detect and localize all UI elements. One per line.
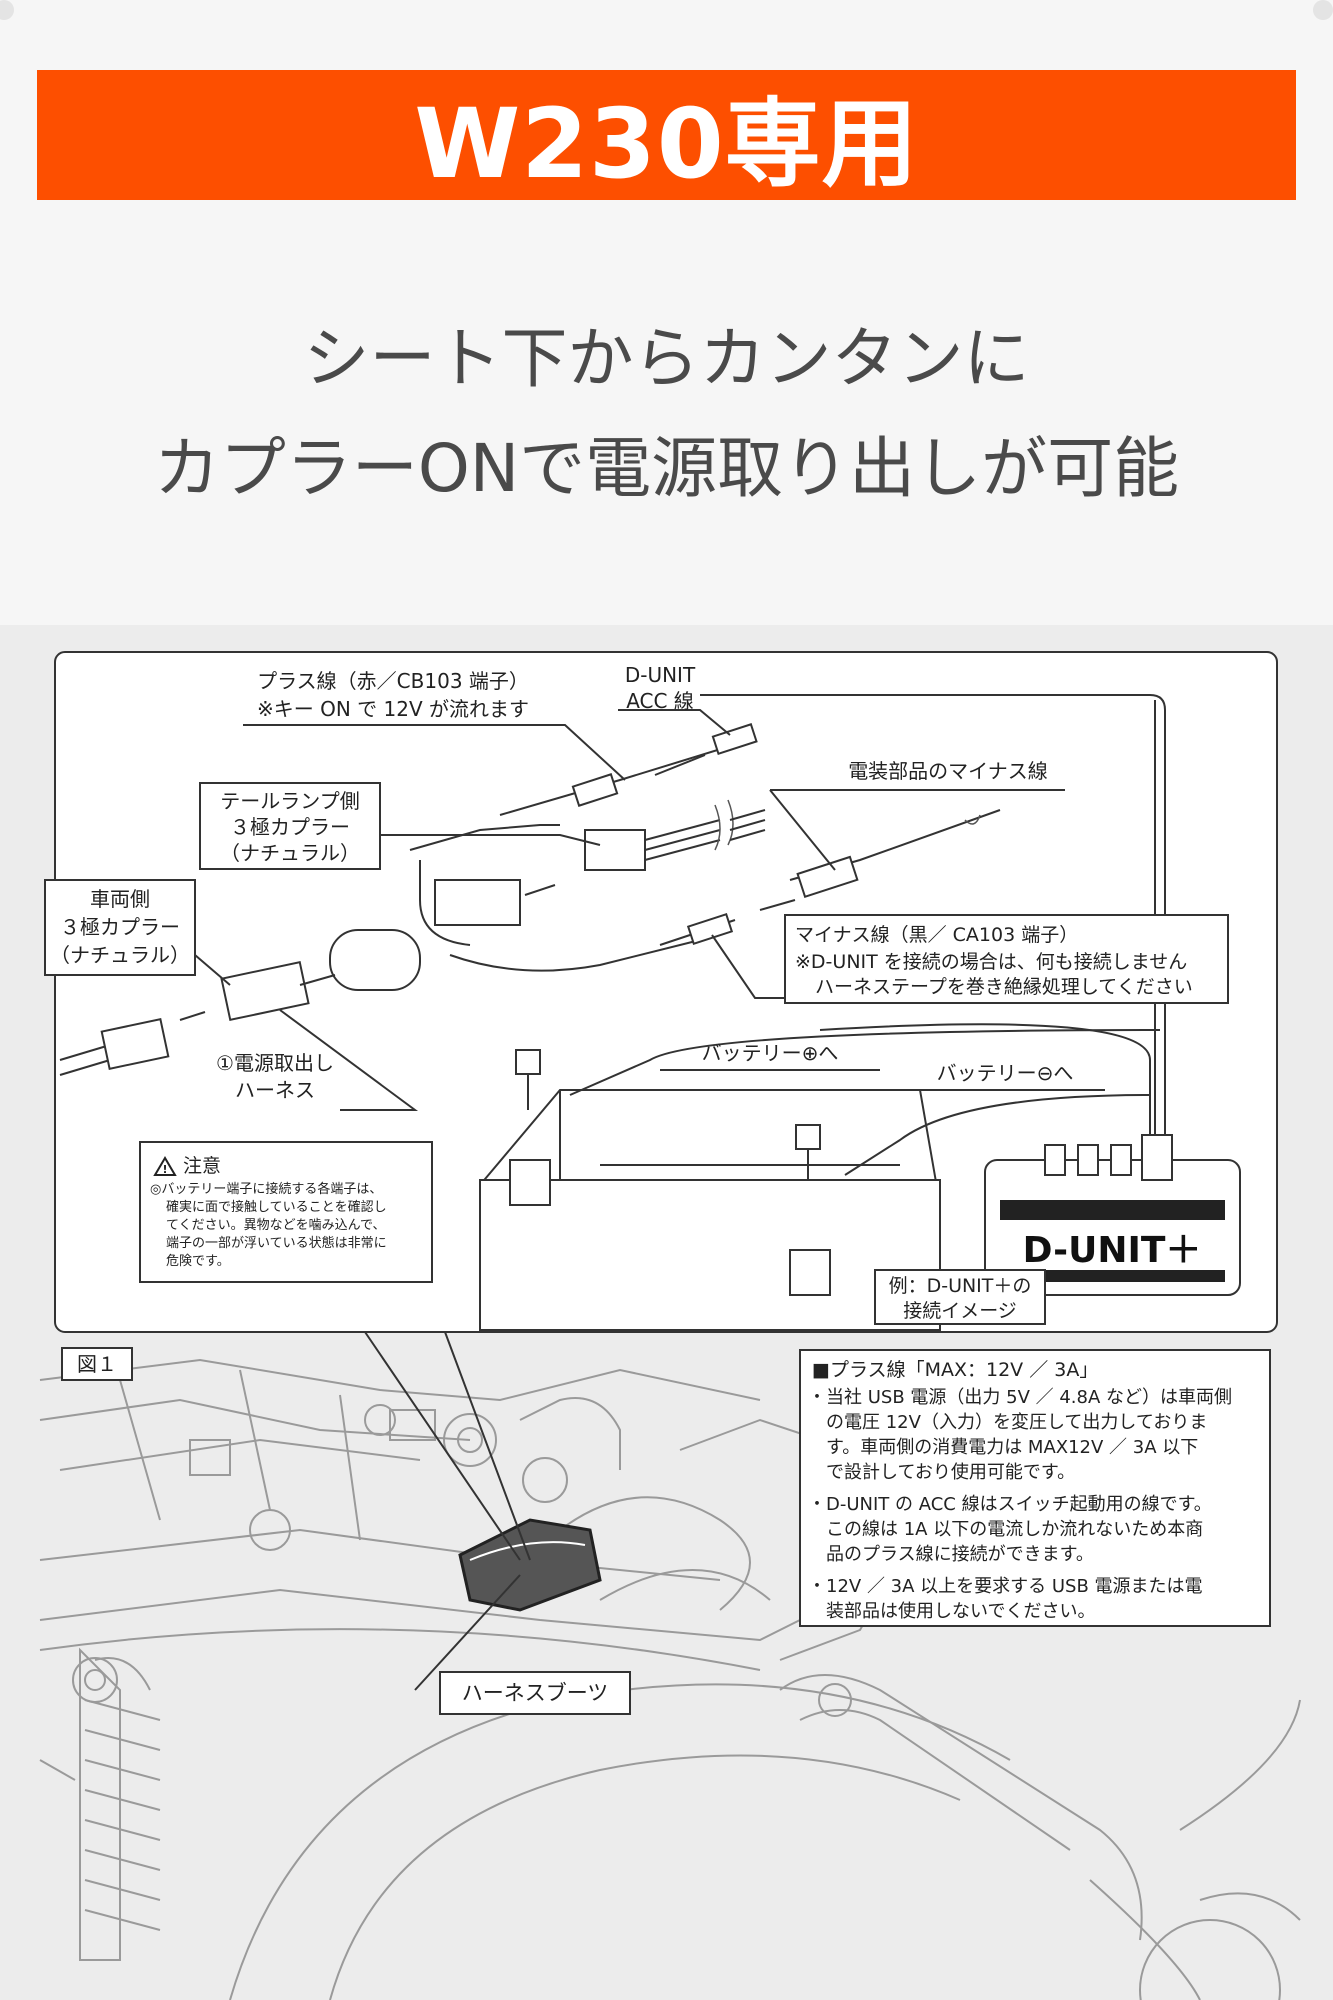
battery-minus-label: バッテリー⊖へ — [937, 1061, 1074, 1085]
boots-label: ハーネスブーツ — [462, 1681, 609, 1705]
harness-tube — [329, 929, 421, 991]
boots-box — [439, 1671, 631, 1715]
vehicle-side-label-1: 車両側 — [90, 887, 150, 911]
motorcycle-illustration — [39, 1358, 1301, 2000]
vehicle-side-label-2: ３極カプラー — [60, 915, 180, 939]
acc-wire — [700, 694, 1166, 1140]
spec-line: ・当社 USB 電源（出力 5V ／ 4.8A など）は車両側 — [808, 1387, 1232, 1408]
title-banner: W230専用 — [37, 70, 1296, 200]
example-label-2: 接続イメージ — [903, 1300, 1017, 1322]
minus-line-label-2: ※D-UNIT を接続の場合は、何も接続しません — [795, 951, 1187, 973]
battery-plus-label: バッテリー⊕へ — [702, 1041, 839, 1065]
caution-line: てください。異物などを噛み込んで、 — [166, 1218, 385, 1233]
figure-label-box — [61, 1347, 133, 1381]
spec-line: の電圧 12V（入力）を変圧して出力しておりま — [808, 1412, 1207, 1433]
vehicle-coupler — [100, 1017, 170, 1071]
spec-line: で設計しており使用可能です。 — [808, 1462, 1075, 1483]
lead-line-2: カプラーONで電源取り出しが可能 — [153, 430, 1180, 507]
dunit-label: D-UNIT＋ — [1023, 1230, 1202, 1271]
tail-coupler — [584, 829, 646, 871]
harness-label-2: ハーネス — [235, 1078, 315, 1102]
plus-line-label-2: ※キー ON で 12V が流れます — [257, 697, 529, 721]
zoom-callout — [364, 1331, 531, 1561]
caution-box — [139, 1141, 433, 1283]
harness-label-1: ①電源取出し — [216, 1051, 334, 1075]
warning-icon — [153, 1156, 177, 1176]
dunit-terminal — [1077, 1144, 1099, 1176]
battery — [479, 1179, 941, 1331]
dunit-connector — [1141, 1134, 1173, 1181]
spec-line: ・D-UNIT の ACC 線はスイッチ起動用の線です。 — [808, 1494, 1212, 1515]
caution-title: 注意 — [183, 1155, 221, 1177]
dunit-acc-label-2: ACC 線 — [626, 689, 694, 713]
spec-box — [799, 1349, 1271, 1627]
plus-wire — [499, 739, 751, 816]
harness-coupler — [434, 879, 521, 926]
spec-title: ■プラス線「MAX：12V ／ 3A」 — [812, 1359, 1098, 1381]
corner-dot-left — [0, 0, 14, 20]
tail-lamp-label-2: ３極カプラー — [230, 815, 350, 839]
lead-line-1: シート下からカンタンに — [303, 320, 1030, 397]
banner-title: W230専用 — [414, 87, 919, 200]
figure-label: 図１ — [77, 1352, 117, 1376]
vehicle-side-box — [44, 879, 196, 976]
arrow-plus-acc — [654, 754, 706, 776]
minus-line-box — [784, 914, 1229, 1004]
caution-line: ◎バッテリー端子に接続する各端子は、 — [150, 1181, 382, 1197]
dunit-terminal — [1044, 1144, 1066, 1176]
dunit-acc-label-1: D-UNIT — [625, 663, 696, 687]
caution-line: 端子の一部が浮いている状態は非常に — [166, 1235, 387, 1251]
minus-line-label-3: ハーネステープを巻き絶縁処理してください — [815, 976, 1193, 998]
spec-line: この線は 1A 以下の電流しか流れないため本商 — [808, 1519, 1203, 1540]
minus-line-label-1: マイナス線（黒／ CA103 端子） — [795, 924, 1078, 946]
minus-wire — [819, 1023, 1151, 1140]
spec-line: 品のプラス線に接続ができます。 — [808, 1544, 1094, 1565]
example-box — [874, 1269, 1046, 1325]
caution-line: 確実に面で接触していることを確認し — [166, 1199, 387, 1215]
vehicle-side-label-3: （ナチュラル） — [50, 943, 190, 967]
tail-lamp-label-1: テールランプ側 — [220, 789, 359, 813]
battery-terminal-plus — [509, 1159, 551, 1206]
dunit-terminal — [1110, 1144, 1132, 1176]
electrical-minus-label: 電装部品のマイナス線 — [848, 759, 1048, 783]
spec-line: ・12V ／ 3A 以上を要求する USB 電源または電 — [808, 1576, 1203, 1597]
spec-line: す。車両側の消費電力は MAX12V ／ 3A 以下 — [808, 1437, 1198, 1458]
corner-dot-right — [1313, 0, 1333, 20]
harness-boots-shape — [458, 1518, 602, 1612]
caution-line: 危険です。 — [166, 1254, 230, 1269]
tail-lamp-box — [199, 782, 381, 870]
bolt-plus — [515, 1049, 541, 1075]
example-label-1: 例：D-UNIT＋の — [889, 1275, 1032, 1297]
harness-plug — [220, 960, 310, 1022]
tail-lamp-label-3: （ナチュラル） — [220, 841, 360, 865]
plus-line-label-1: プラス線（赤／CB103 端子） — [257, 669, 529, 693]
battery-terminal-minus — [789, 1249, 831, 1296]
bolt-minus — [795, 1124, 821, 1150]
spec-line: 装部品は使用しないでください。 — [808, 1601, 1095, 1622]
svg-text:!: ! — [162, 1163, 167, 1176]
